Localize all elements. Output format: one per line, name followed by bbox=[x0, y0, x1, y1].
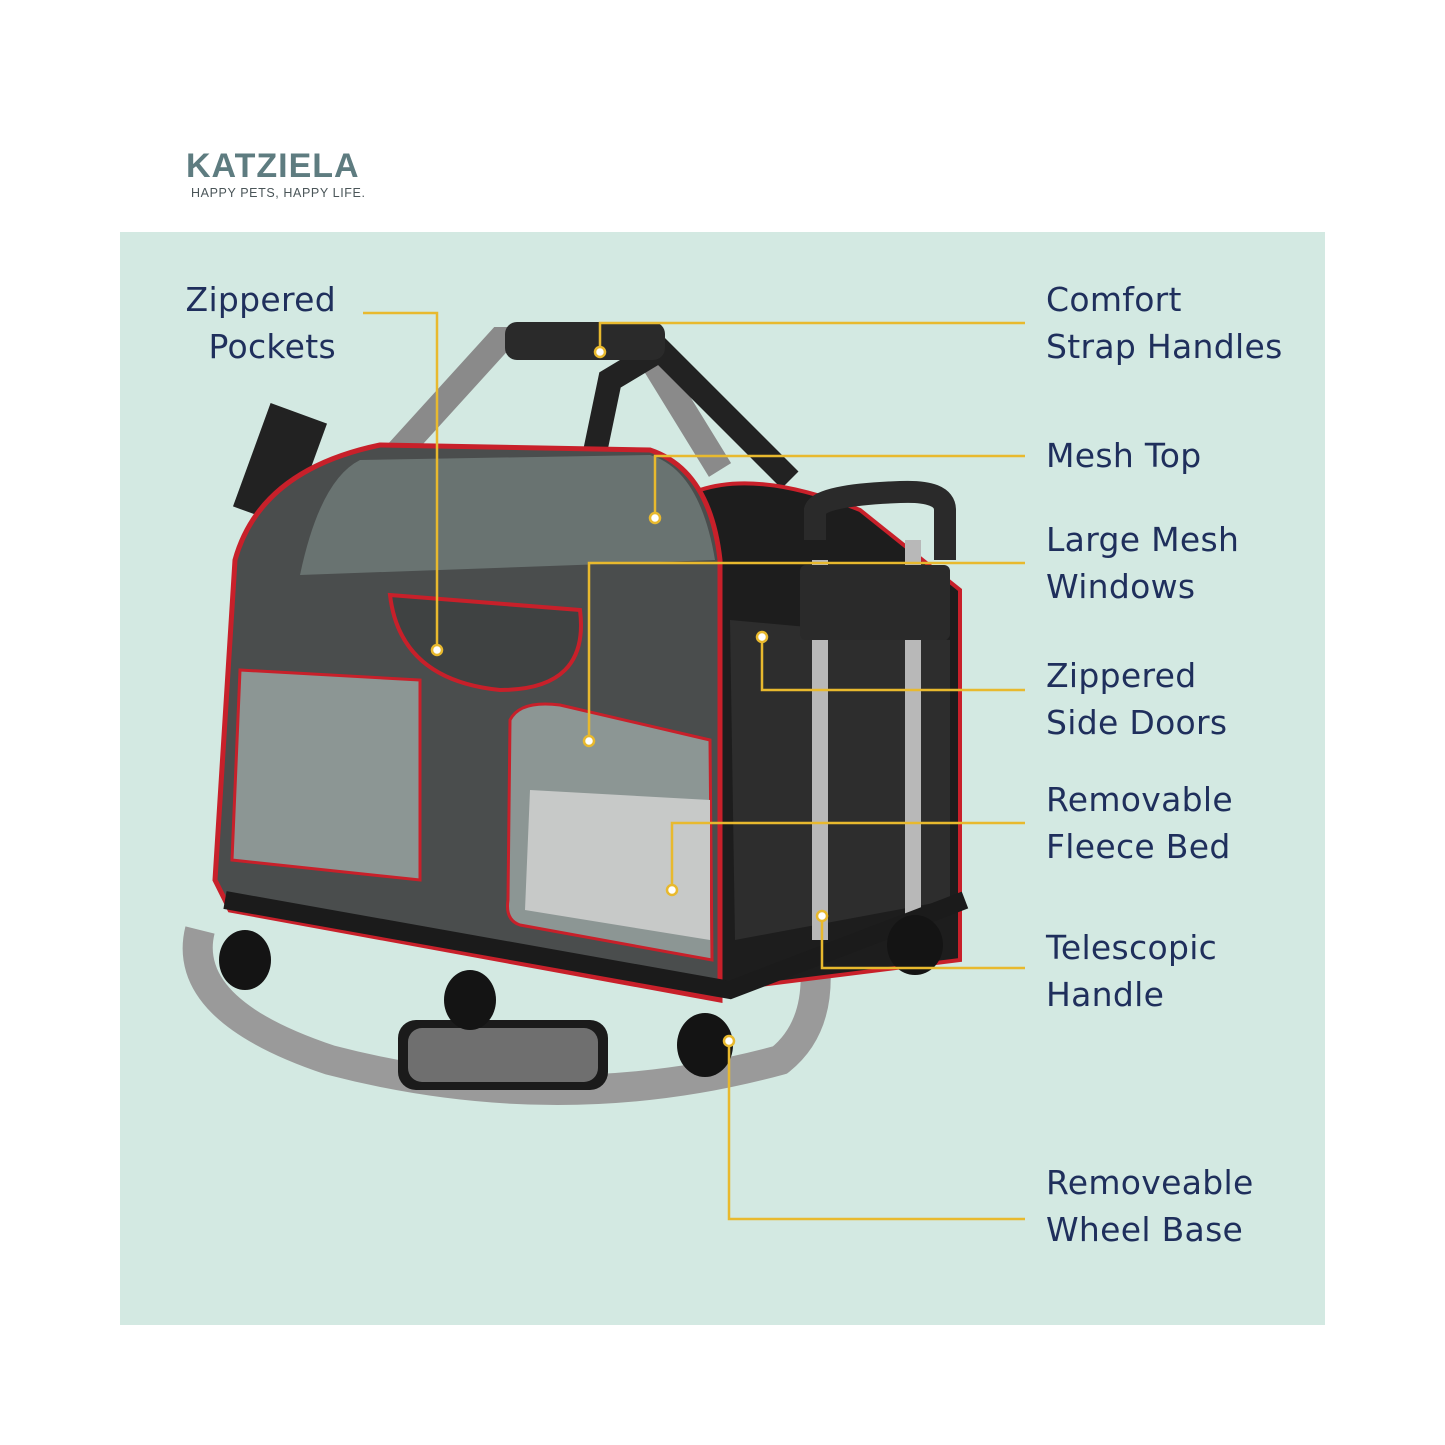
telescopic-handle bbox=[812, 560, 828, 940]
fleece-bed bbox=[525, 790, 710, 940]
callout-text: Wheel Base bbox=[1046, 1210, 1244, 1249]
callout-zippered-pockets: Zippered Pockets bbox=[186, 276, 336, 370]
callout-text: Zippered bbox=[1046, 656, 1197, 695]
callout-large-mesh-windows: Large Mesh Windows bbox=[1046, 516, 1239, 610]
brand-name: KATZIELA bbox=[186, 147, 360, 185]
callout-text: Telescopic bbox=[1046, 928, 1218, 967]
wheels bbox=[219, 915, 943, 1077]
brand-logo: KATZIELA HAPPY PETS, HAPPY LIFE. bbox=[186, 148, 366, 200]
callout-removeable-wheel-base: Removeable Wheel Base bbox=[1046, 1159, 1254, 1253]
callout-text: Zippered bbox=[185, 280, 336, 319]
callout-text: Side Doors bbox=[1046, 703, 1228, 742]
callout-text: Windows bbox=[1046, 567, 1196, 606]
callout-dots bbox=[430, 345, 829, 1048]
mesh-window-left bbox=[230, 668, 422, 882]
callout-text: Handle bbox=[1046, 975, 1165, 1014]
callout-lines bbox=[363, 311, 1025, 1221]
callout-comfort-strap-handles: Comfort Strap Handles bbox=[1046, 276, 1283, 370]
callout-text: Strap Handles bbox=[1046, 327, 1283, 366]
luggage-tag bbox=[232, 403, 328, 527]
callout-zippered-side-doors: Zippered Side Doors bbox=[1046, 652, 1227, 746]
callout-text: Fleece Bed bbox=[1046, 827, 1231, 866]
callout-text: Pockets bbox=[208, 327, 336, 366]
brand-tagline: HAPPY PETS, HAPPY LIFE. bbox=[191, 186, 366, 200]
callout-removable-fleece-bed: Removable Fleece Bed bbox=[1046, 776, 1233, 870]
wheel-base bbox=[223, 891, 969, 1000]
callout-mesh-top: Mesh Top bbox=[1046, 432, 1201, 479]
callout-text: Mesh Top bbox=[1046, 436, 1202, 475]
callout-text: Removable bbox=[1046, 780, 1233, 819]
callout-telescopic-handle: Telescopic Handle bbox=[1046, 924, 1217, 1018]
callout-text: Large Mesh bbox=[1046, 520, 1240, 559]
callout-text: Removeable bbox=[1046, 1163, 1254, 1202]
callout-text: Comfort bbox=[1046, 280, 1182, 319]
mesh-top bbox=[300, 455, 715, 575]
